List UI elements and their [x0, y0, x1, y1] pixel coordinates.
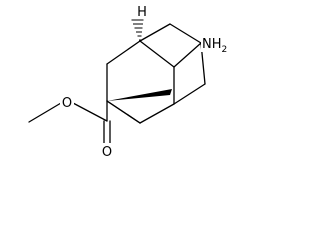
bond-c7b-c7 [173, 83, 206, 105]
ester-oxygen-label: O [62, 96, 72, 111]
bond-ester-o-methyl [28, 102, 62, 123]
wedge-bond-c1-c9 [107, 89, 172, 101]
bond-c4-c3 [139, 40, 175, 68]
bond-c4-c4b [173, 42, 202, 68]
bond-carbonyl-c-ester-o [72, 102, 108, 122]
amine-label-main: NH [202, 37, 222, 52]
molecule-structure: O O H NH2 [28, 5, 228, 160]
hashed-bond-c5-h [131, 19, 144, 41]
amine-label-subscript: 2 [222, 45, 228, 55]
cage-bonds [106, 23, 206, 124]
carbonyl-oxygen-label: O [102, 145, 112, 160]
hydrogen-label: H [137, 5, 147, 20]
bond-c5-c6 [139, 23, 171, 42]
bond-c6-c4b [169, 23, 202, 44]
bond-c8-c7 [139, 103, 175, 124]
bond-c5-c2 [106, 40, 141, 65]
amine-label: NH2 [202, 37, 227, 55]
ester-bonds [28, 100, 111, 144]
bond-c8-c9-front [106, 100, 141, 124]
